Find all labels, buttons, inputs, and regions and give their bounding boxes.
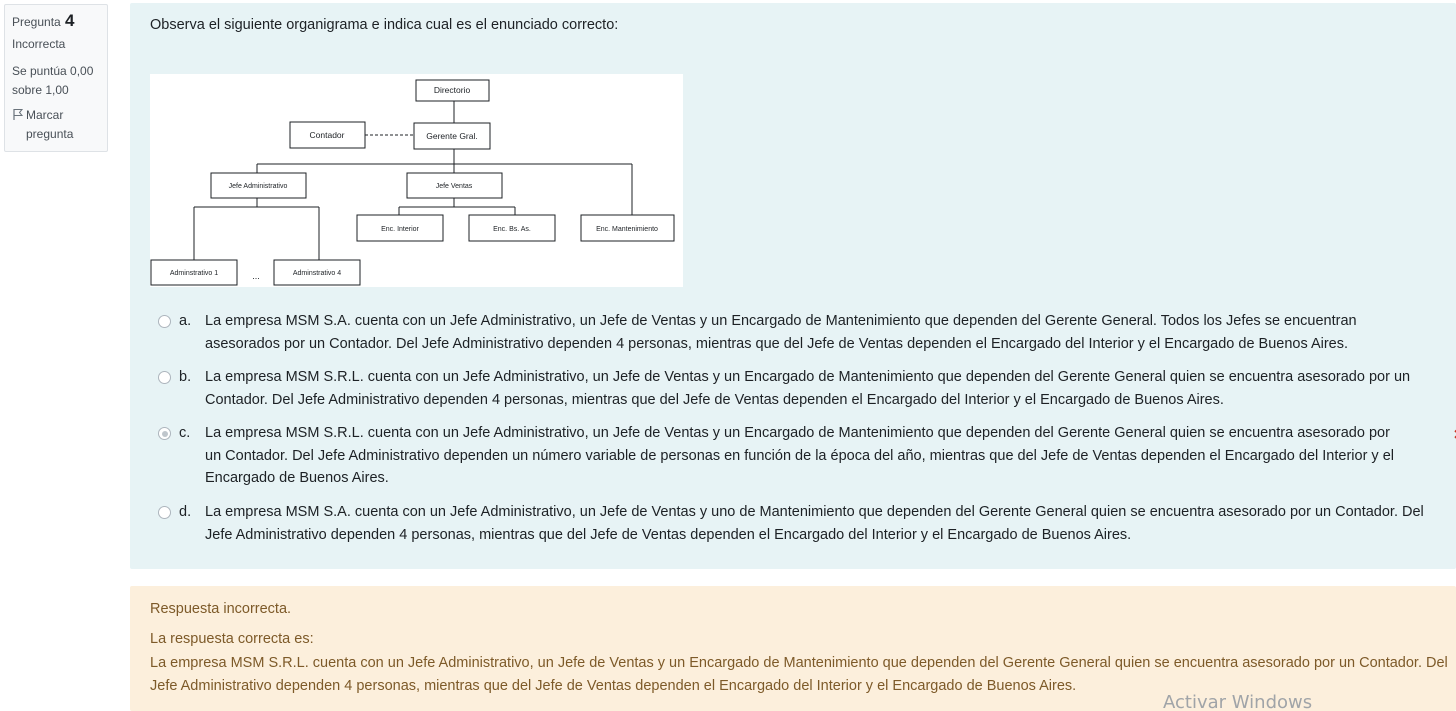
activate-windows-watermark: Activar Windows [1163, 692, 1313, 711]
option-text: La empresa MSM S.A. cuenta con un Jefe A… [205, 504, 1424, 543]
question-label: Pregunta [12, 15, 61, 29]
question-state: Incorrecta [12, 37, 66, 51]
flag-question-button[interactable]: Marcar pregunta [12, 106, 100, 144]
flag-outline-icon [12, 108, 24, 122]
radio-button-c[interactable] [158, 427, 171, 440]
option-text: La empresa MSM S.R.L. cuenta con un Jefe… [205, 425, 1394, 486]
radio-button-a[interactable] [158, 315, 171, 328]
incorrect-x-icon: ✖ [1453, 425, 1456, 448]
question-info: Pregunta 4 Incorrecta Se puntúa 0,00 sob… [4, 4, 108, 152]
question-grade: Se puntúa 0,00 sobre 1,00 [12, 64, 94, 97]
option-text: La empresa MSM S.A. cuenta con un Jefe A… [205, 313, 1357, 352]
question-formulation: Observa el siguiente organigrama e indic… [130, 3, 1456, 569]
radio-button-d[interactable] [158, 506, 171, 519]
org-node-directorio: Directorio [434, 85, 471, 95]
org-node-enc-interior: Enc. Interior [381, 226, 419, 233]
question-number-row: Pregunta 4 [12, 11, 100, 32]
feedback-box: Respuesta incorrecta. La respuesta corre… [130, 586, 1456, 711]
general-feedback: Respuesta incorrecta. [150, 601, 292, 617]
org-node-enc-mant: Enc. Mantenimiento [596, 226, 658, 233]
answer-option-a[interactable]: a. La empresa MSM S.A. cuenta con un Jef… [158, 310, 1428, 355]
org-node-contador: Contador [310, 130, 345, 140]
option-letter: a. [179, 313, 192, 329]
right-answer-text: La empresa MSM S.R.L. cuenta con un Jefe… [150, 655, 1448, 694]
org-node-adm1: Adminstrativo 1 [170, 270, 218, 277]
org-node-jefe-ventas: Jefe Ventas [436, 183, 473, 190]
flag-question-label: Marcar pregunta [26, 108, 74, 141]
org-chart-image: Directorio Contador Gerente Gral. Jefe A… [150, 74, 683, 287]
answer-option-c[interactable]: c. La empresa MSM S.R.L. cuenta con un J… [158, 422, 1456, 490]
question-text: Observa el siguiente organigrama e indic… [150, 17, 619, 33]
radio-button-b[interactable] [158, 371, 171, 384]
org-node-jefe-admin: Jefe Administrativo [229, 183, 288, 190]
answer-option-b[interactable]: b. La empresa MSM S.R.L. cuenta con un J… [158, 366, 1428, 411]
org-node-enc-bsas: Enc. Bs. As. [493, 226, 531, 233]
right-answer-label: La respuesta correcta es: [150, 631, 314, 647]
org-chart: Directorio Contador Gerente Gral. Jefe A… [150, 79, 675, 286]
option-letter: c. [179, 425, 191, 441]
question-number: 4 [65, 11, 75, 30]
option-text: La empresa MSM S.R.L. cuenta con un Jefe… [205, 369, 1411, 408]
org-node-gerente: Gerente Gral. [426, 131, 478, 141]
org-ellipsis: ... [252, 271, 260, 281]
answer-option-d[interactable]: d. La empresa MSM S.A. cuenta con un Jef… [158, 501, 1428, 546]
option-letter: b. [179, 369, 192, 385]
option-letter: d. [179, 504, 192, 520]
org-node-adm4: Adminstrativo 4 [293, 270, 341, 277]
